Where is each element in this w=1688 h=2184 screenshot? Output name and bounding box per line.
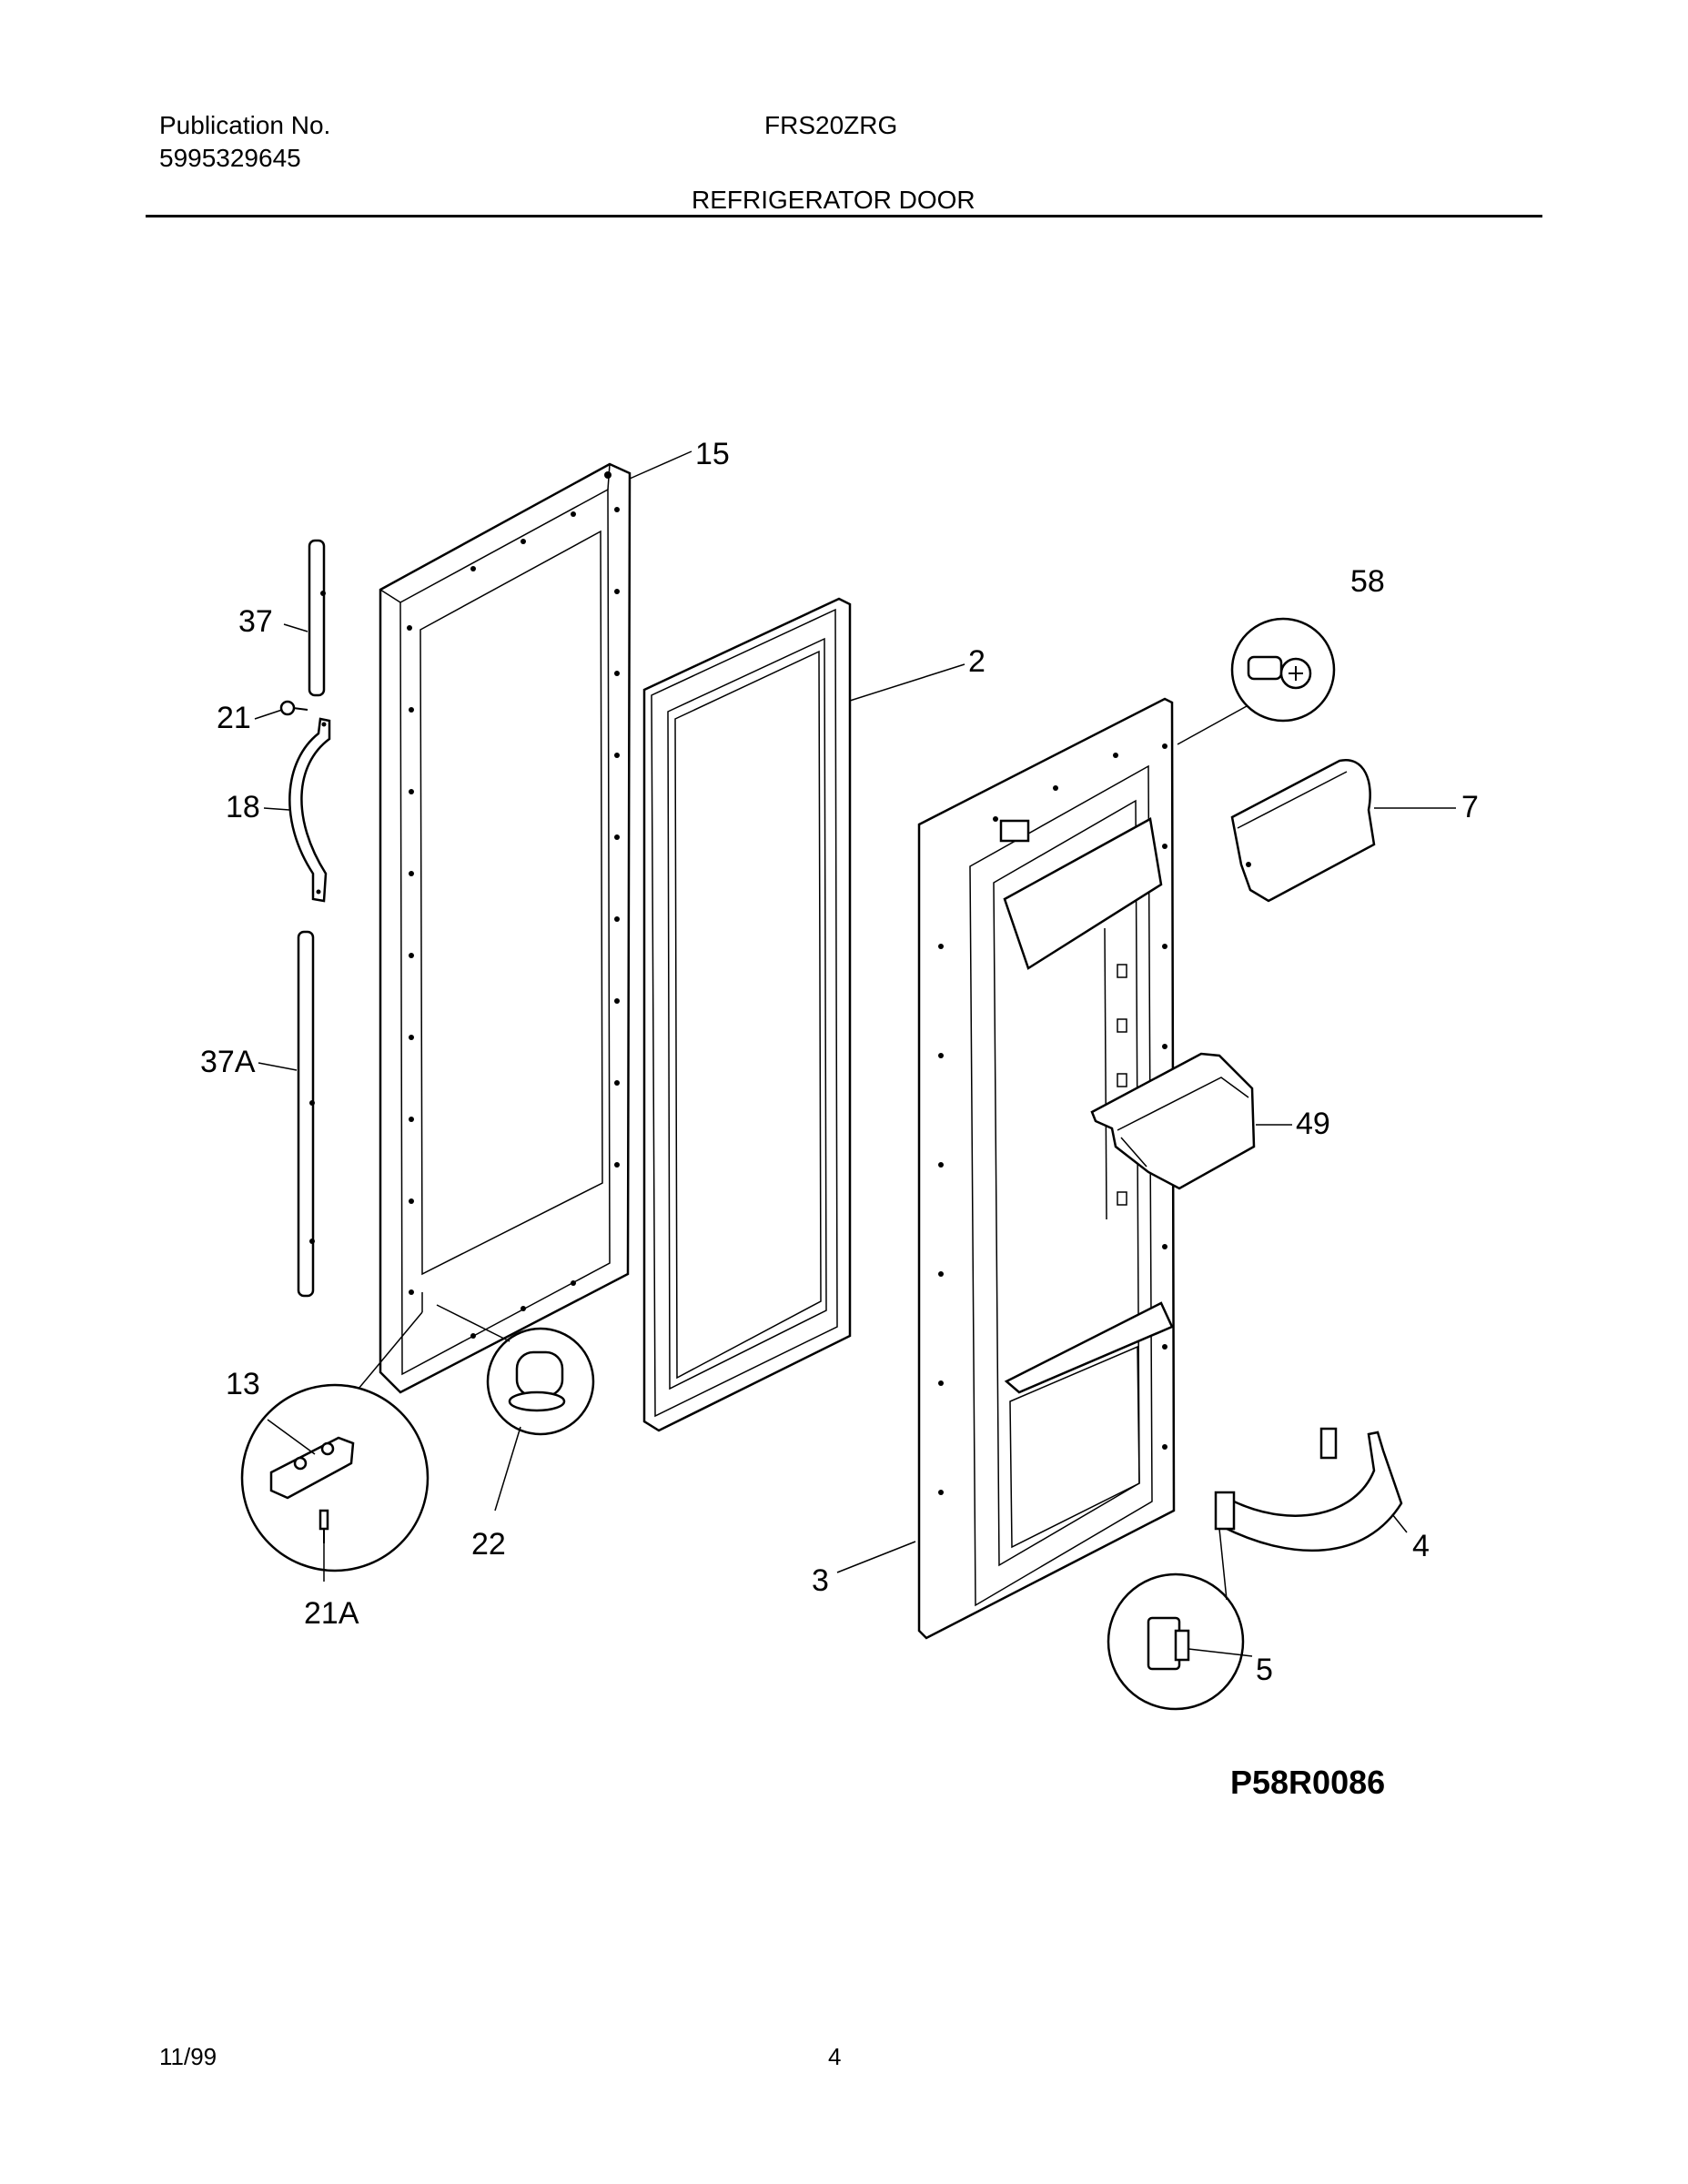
section-title: REFRIGERATOR DOOR xyxy=(692,186,975,214)
gasket-part xyxy=(642,597,852,1432)
inner-door-liner-part xyxy=(917,697,1176,1640)
callout-37a: 37A xyxy=(200,1045,256,1079)
callout-37: 37 xyxy=(238,604,273,639)
door-stop-detail-part xyxy=(436,1304,595,1436)
bin-bracket-part xyxy=(1214,1427,1403,1552)
callout-2: 2 xyxy=(968,644,986,679)
lower-trim-strip-part xyxy=(297,930,315,1298)
leader-lines xyxy=(254,450,1456,1657)
callout-58: 58 xyxy=(1350,564,1385,599)
handle-screw-part xyxy=(279,700,308,716)
callout-3: 3 xyxy=(812,1563,829,1598)
callout-21a: 21A xyxy=(304,1596,359,1631)
callout-18: 18 xyxy=(226,790,260,824)
screw-detail-part xyxy=(1177,617,1336,745)
callout-13: 13 xyxy=(226,1367,260,1401)
callout-5: 5 xyxy=(1256,1653,1273,1687)
footer-date: 11/99 xyxy=(159,2043,217,2070)
callout-49: 49 xyxy=(1296,1107,1330,1141)
callout-4: 4 xyxy=(1412,1529,1430,1563)
callout-22: 22 xyxy=(471,1527,506,1562)
dairy-door-part xyxy=(1230,758,1376,903)
callout-7: 7 xyxy=(1461,790,1479,824)
callout-21: 21 xyxy=(217,701,251,735)
header-rule xyxy=(146,215,1542,217)
callout-15: 15 xyxy=(695,437,730,471)
publication-number: 5995329645 xyxy=(159,144,301,172)
door-bin-part xyxy=(1090,1052,1256,1190)
hinge-detail-part xyxy=(240,1292,430,1572)
model-number: FRS20ZRG xyxy=(764,111,898,139)
publication-label: Publication No. xyxy=(159,111,331,139)
door-frame-part xyxy=(379,462,632,1394)
clip-detail-part xyxy=(1107,1528,1245,1711)
door-handle-part xyxy=(288,717,331,903)
trim-strip-part xyxy=(308,539,326,697)
diagram-id: P58R0086 xyxy=(1230,1764,1386,1801)
footer-page-number: 4 xyxy=(828,2043,842,2070)
